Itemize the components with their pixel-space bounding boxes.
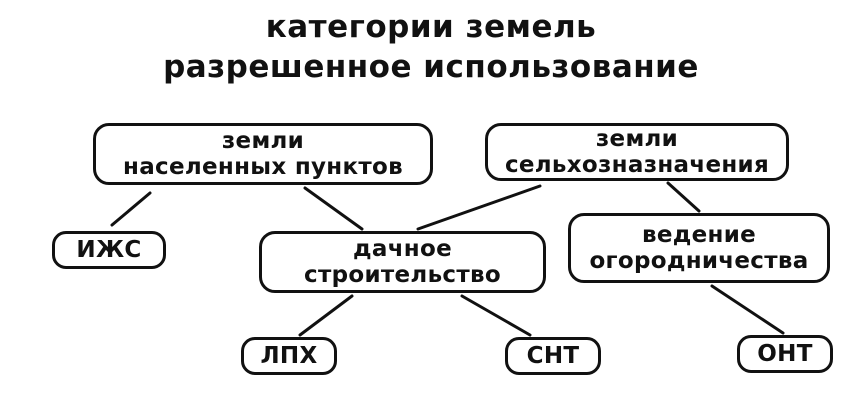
node-ont-label: ОНТ <box>757 341 813 367</box>
node-dacha-construction-line-1: дачное <box>353 236 452 262</box>
link-agricultural-to-gardening <box>666 181 701 213</box>
node-dacha-construction: дачное строительство <box>259 231 546 293</box>
link-dacha-to-snt <box>460 294 532 337</box>
node-lph: ЛПХ <box>241 337 337 375</box>
node-ont: ОНТ <box>737 335 833 373</box>
node-snt-label: СНТ <box>526 343 580 369</box>
node-snt: СНТ <box>505 337 601 375</box>
node-gardening: ведение огородничества <box>568 213 830 283</box>
node-lph-label: ЛПХ <box>260 343 318 369</box>
node-dacha-construction-line-2: строительство <box>304 262 501 288</box>
node-settlement-lands-line-2: населенных пунктов <box>123 154 403 180</box>
link-agricultural-to-dacha <box>416 184 542 231</box>
diagram-title-line-1: категории земель <box>265 9 597 45</box>
node-gardening-line-1: ведение <box>641 222 757 248</box>
link-gardening-to-ont <box>710 284 785 335</box>
node-settlement-lands: земли населенных пунктов <box>93 123 433 185</box>
node-gardening-line-2: огородничества <box>589 248 809 274</box>
node-izhs: ИЖС <box>52 231 166 269</box>
node-agricultural-lands-line-2: сельхозназначения <box>504 152 770 178</box>
node-agricultural-lands-line-1: земли <box>595 126 679 152</box>
node-settlement-lands-line-1: земли <box>221 128 305 154</box>
link-settlement-to-dacha <box>303 186 364 231</box>
node-agricultural-lands: земли сельхозназначения <box>485 123 789 181</box>
diagram-title-line-2: разрешенное использование <box>163 49 699 85</box>
link-dacha-to-lph <box>298 294 354 337</box>
node-izhs-label: ИЖС <box>76 237 142 263</box>
link-settlement-to-izhs <box>110 191 152 227</box>
